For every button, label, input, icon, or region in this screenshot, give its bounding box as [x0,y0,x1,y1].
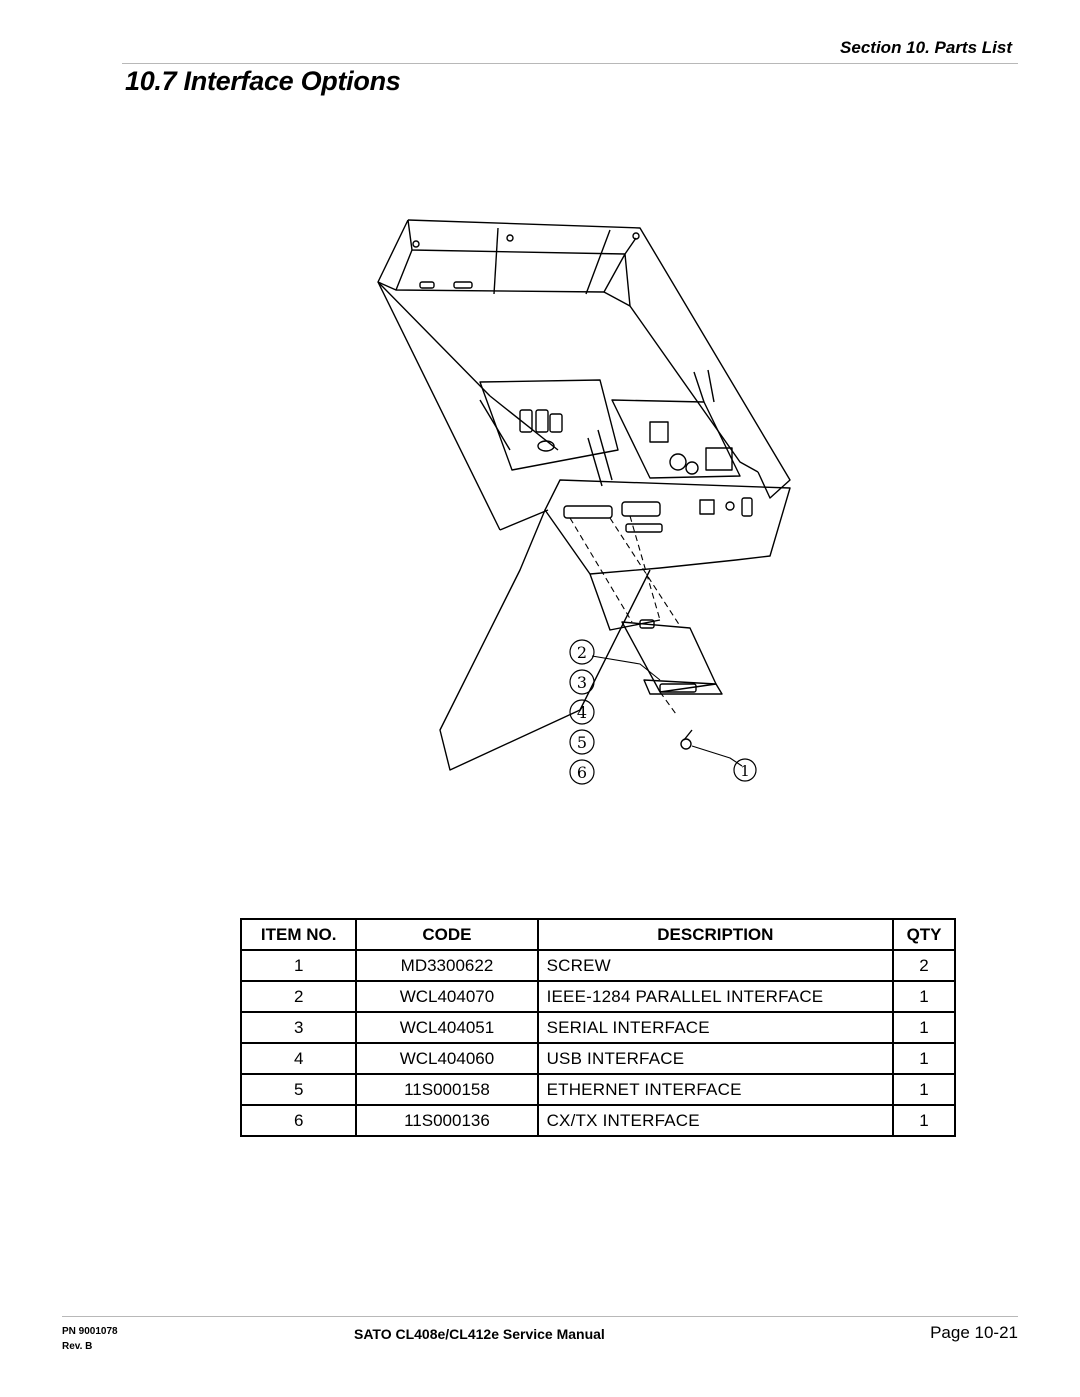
table-row: 3 WCL404051 SERIAL INTERFACE 1 [239,1011,956,1044]
assembly-guide-lines [569,515,681,715]
table-row: 1 MD3300622 SCREW 2 [239,949,956,982]
description-cell: CX/TX INTERFACE [536,1104,895,1137]
svg-text:3: 3 [577,673,587,692]
footer-manual-title: SATO CL408e/CL412e Service Manual [354,1326,605,1342]
callout-1: 1 [733,758,757,782]
section-header: Section 10. Parts List [840,38,1012,57]
description-cell: SCREW [536,949,895,982]
svg-text:2: 2 [577,643,587,662]
exploded-view-figure: 1 2 3 4 5 6 [360,210,800,800]
qty-cell: 1 [892,1104,956,1137]
header-rule [122,63,1018,64]
qty-cell: 1 [892,1011,956,1044]
column-header-qty: QTY [892,918,956,951]
footer-part-number: PN 9001078 [62,1326,118,1337]
callout-6: 6 [569,759,595,785]
column-header-item: ITEM NO. [239,918,358,951]
item-cell: 5 [239,1073,358,1106]
code-cell: 11S000158 [355,1073,539,1106]
item-cell: 4 [239,1042,358,1075]
table-row: 6 11S000136 CX/TX INTERFACE 1 [239,1104,956,1137]
table-row: 5 11S000158 ETHERNET INTERFACE 1 [239,1073,956,1106]
code-cell: 11S000136 [355,1104,539,1137]
callout-4: 4 [569,699,595,725]
code-cell: WCL404060 [355,1042,539,1075]
svg-text:4: 4 [577,703,587,722]
table-row: 4 WCL404060 USB INTERFACE 1 [239,1042,956,1075]
footer-rule [62,1316,1018,1317]
description-cell: USB INTERFACE [536,1042,895,1075]
description-cell: SERIAL INTERFACE [536,1011,895,1044]
item-cell: 3 [239,1011,358,1044]
svg-text:1: 1 [740,762,750,780]
page-title: 10.7 Interface Options [125,66,401,96]
item-cell: 1 [239,949,358,982]
footer-revision: Rev. B [62,1341,93,1352]
callout-5: 5 [569,729,595,755]
svg-text:6: 6 [577,763,587,782]
parts-table-header: ITEM NO. CODE DESCRIPTION QTY [239,918,956,951]
callout-3: 3 [569,669,595,695]
table-row: 2 WCL404070 IEEE-1284 PARALLEL INTERFACE… [239,980,956,1013]
code-cell: WCL404070 [355,980,539,1013]
printer-chassis-drawing [377,219,791,771]
item-cell: 2 [239,980,358,1013]
column-header-code: CODE [355,918,539,951]
qty-cell: 1 [892,1042,956,1075]
qty-cell: 1 [892,980,956,1013]
code-cell: MD3300622 [355,949,539,982]
footer-page-number: Page 10-21 [930,1323,1018,1342]
column-header-description: DESCRIPTION [536,918,895,951]
svg-text:5: 5 [577,733,587,752]
item-cell: 6 [239,1104,358,1137]
parts-table: ITEM NO. CODE DESCRIPTION QTY 1 MD330062… [239,918,956,1137]
code-cell: WCL404051 [355,1011,539,1044]
description-cell: ETHERNET INTERFACE [536,1073,895,1106]
qty-cell: 1 [892,1073,956,1106]
callout-2: 2 [569,639,595,665]
qty-cell: 2 [892,949,956,982]
description-cell: IEEE-1284 PARALLEL INTERFACE [536,980,895,1013]
